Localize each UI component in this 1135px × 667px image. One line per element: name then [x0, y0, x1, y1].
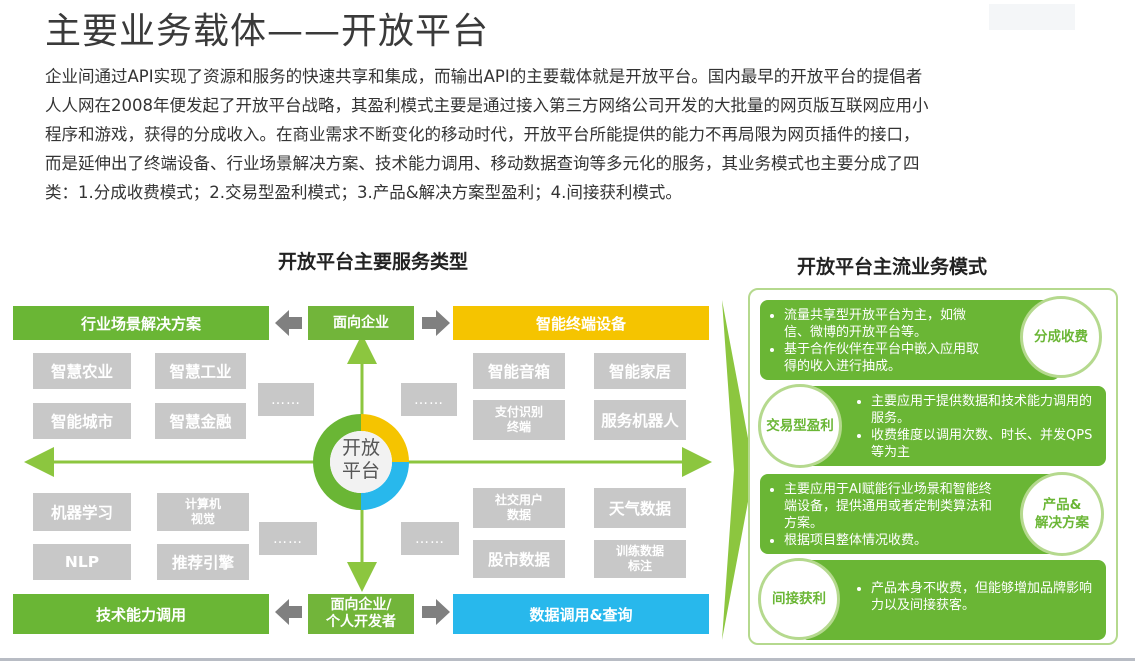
service-item: NLP	[33, 544, 131, 580]
mode-badge: 交易型盈利	[758, 384, 842, 468]
business-models-title: 开放平台主流业务模式	[797, 256, 988, 278]
intro-line: 程序和游戏，获得的分成收入。在商业需求不断变化的移动时代，开放平台所能提供的能力…	[45, 125, 920, 144]
service-item: 天气数据	[594, 488, 686, 528]
more-placeholder: ……	[401, 383, 457, 416]
axis-arrows	[23, 310, 712, 625]
footer-divider	[0, 658, 1135, 661]
intro-paragraph: 企业间通过API实现了资源和服务的快速共享和集成，而输出API的主要载体就是开放…	[45, 62, 1105, 207]
gray-arrow-right-bottom	[422, 599, 450, 625]
chevron-right-icon	[722, 300, 754, 640]
mode-row-indirect: 产品本身不收费，但能够增加品牌影响力以及间接获客。	[800, 560, 1106, 640]
mode-row-product-solution: 主要应用于AI赋能行业场景和智能终端设备，提供通用或者定制类算法和方案。 根据项…	[760, 474, 1060, 554]
service-item: 智能家居	[594, 353, 686, 389]
service-item: 机器学习	[33, 493, 131, 531]
intro-line: 而是延伸出了终端设备、行业场景解决方案、技术能力调用、移动数据查询等多元化的服务…	[45, 154, 920, 173]
service-item: 训练数据 标注	[594, 540, 686, 578]
service-item: 智慧金融	[155, 403, 246, 439]
header-smart-devices: 智能终端设备	[453, 306, 709, 340]
mode-badge: 分成收费	[1020, 296, 1102, 378]
mode-badge: 间接获利	[758, 558, 840, 640]
service-item: 智慧工业	[155, 353, 246, 389]
service-types-title: 开放平台主要服务类型	[278, 251, 469, 273]
center-label: 开放 平台	[341, 437, 380, 482]
mode-row-transaction: 主要应用于提供数据和技术能力调用的服务。 收费维度以调用次数、时长、并发QPS等…	[800, 386, 1106, 466]
mode-row-revenue-share: 流量共享型开放平台为主，如微信、微博的开放平台等。 基于合作伙伴在平台中嵌入应用…	[760, 300, 1060, 380]
service-item: 智能城市	[33, 403, 131, 439]
intro-line: 类：1.分成收费模式；2.交易型盈利模式；3.产品&解决方案型盈利；4.间接获利…	[45, 183, 682, 202]
header-tech-capabilities: 技术能力调用	[13, 594, 269, 634]
service-item: 智能音箱	[473, 353, 565, 389]
service-item: 社交用户 数据	[473, 488, 565, 528]
service-item: 智慧农业	[33, 353, 131, 389]
center-ring	[313, 414, 409, 510]
mode-badge: 产品& 解决方案	[1020, 472, 1104, 556]
pill-enterprise: 面向企业	[308, 306, 414, 340]
service-item: 计算机 视觉	[157, 493, 249, 531]
service-item: 服务机器人	[594, 400, 686, 440]
service-item: 推荐引擎	[157, 544, 249, 580]
intro-line: 人人网在2008年便发起了开放平台战略，其盈利模式主要是通过接入第三方网络公司开…	[45, 96, 929, 115]
more-placeholder: ……	[401, 522, 459, 555]
service-item: 股市数据	[473, 540, 565, 578]
header-decoration	[989, 4, 1075, 30]
pill-enterprise-developer: 面向企业/ 个人开发者	[308, 594, 414, 634]
more-placeholder: ……	[259, 522, 317, 555]
intro-line: 企业间通过API实现了资源和服务的快速共享和集成，而输出API的主要载体就是开放…	[45, 67, 923, 86]
gray-arrow-left-top	[275, 310, 302, 336]
service-item: 支付识别 终端	[473, 400, 565, 440]
gray-arrow-right-top	[422, 310, 450, 336]
header-industry-solutions: 行业场景解决方案	[13, 306, 269, 340]
more-placeholder: ……	[258, 383, 314, 416]
header-data-query: 数据调用&查询	[453, 594, 709, 634]
gray-arrow-left-bottom	[275, 599, 302, 625]
page-title: 主要业务载体——开放平台	[45, 11, 490, 52]
